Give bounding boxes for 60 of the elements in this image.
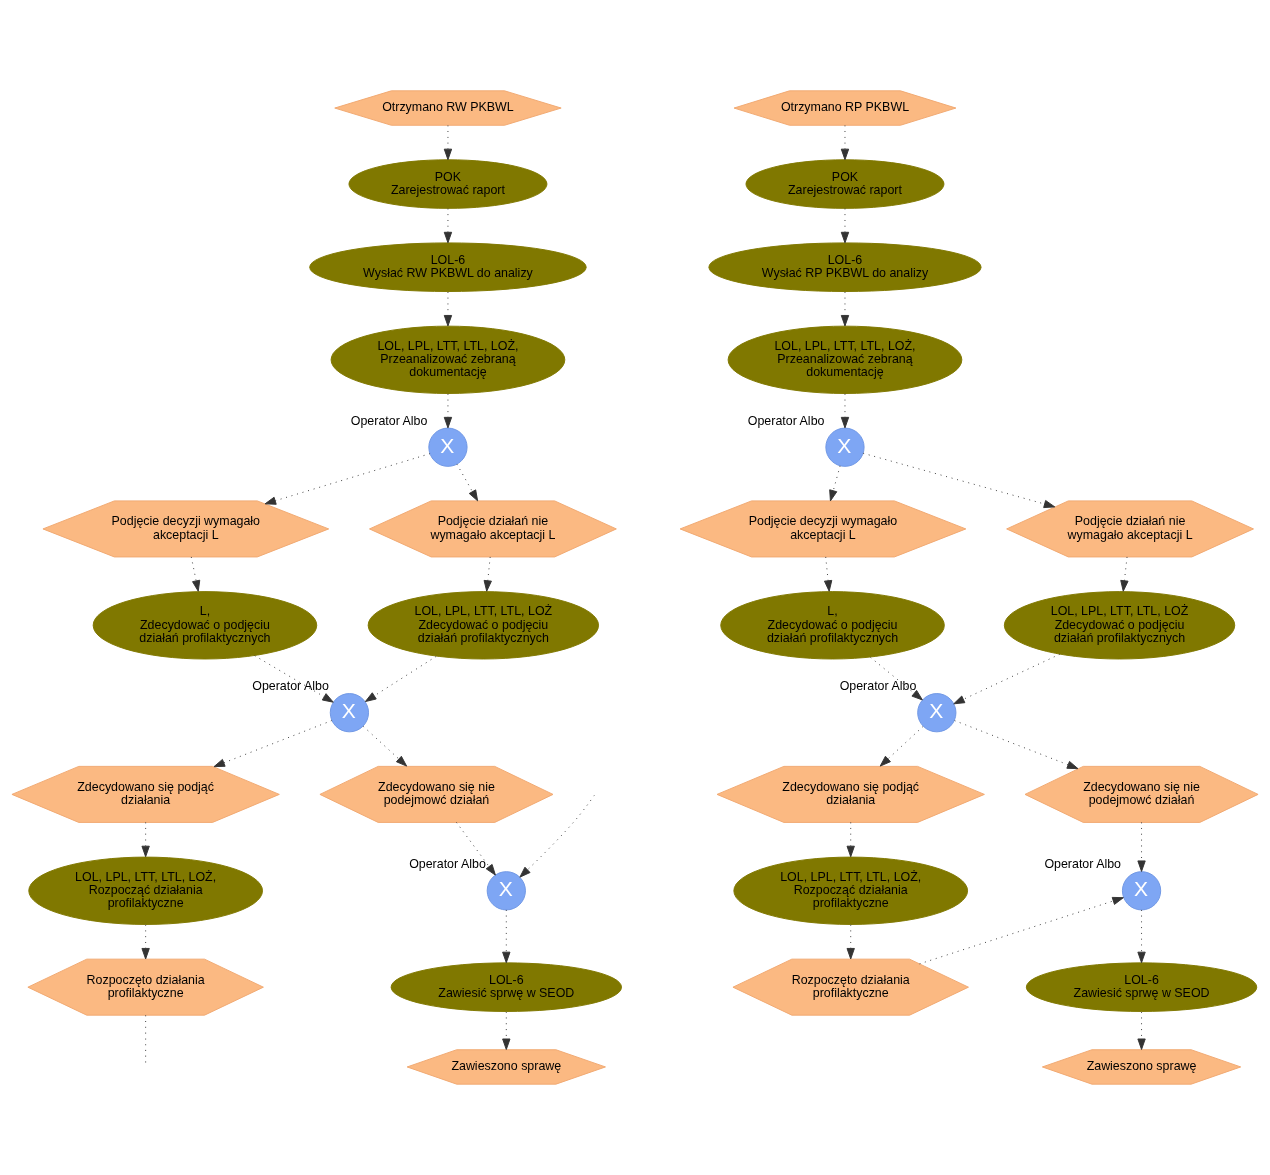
arrow [364, 655, 437, 703]
arrow [846, 924, 855, 960]
arrow [1120, 556, 1129, 592]
arrow [1137, 821, 1146, 872]
node-circle: X [1121, 871, 1162, 911]
arrow [840, 124, 850, 161]
node-ellipse: L, Zdecydować o podjęciu działań profilaktycznych [720, 591, 945, 660]
arrow [1137, 1011, 1146, 1050]
node-label: Operator Albo [252, 679, 329, 694]
arrow [213, 720, 333, 768]
arrow [190, 556, 201, 592]
arrow [362, 726, 408, 767]
node-circle: X [428, 427, 468, 467]
node-circle: X [329, 693, 370, 733]
arrow [502, 909, 511, 964]
arrow [862, 452, 1056, 509]
arrow [879, 726, 924, 767]
arrow [443, 393, 453, 429]
arrow [829, 465, 841, 502]
arrow [443, 291, 453, 327]
arrow [1137, 909, 1146, 964]
arrow [264, 453, 431, 505]
node-ellipse: LOL, LPL, LTT, LTL, LOŻ, Przeanalizować zebraną dokumentację [727, 325, 963, 394]
arrow [141, 821, 150, 858]
arrow [456, 821, 496, 876]
arrow [502, 1011, 511, 1050]
arrow [443, 124, 453, 161]
arrow [824, 556, 833, 592]
arrow [846, 821, 855, 858]
node-ellipse: LOL-6 Zawiesić sprwę w SEOD [1025, 962, 1258, 1012]
node-ellipse: LOL, LPL, LTT, LTL, LOŻ, Przeanalizować zebraną dokumentację [330, 325, 566, 394]
node-ellipse: POK Zarejestrować raport [348, 159, 548, 209]
arrow [519, 794, 595, 878]
node-ellipse: LOL, LPL, LTT, LTL, LOŻ, Rozpocząć działania profilaktyczne [733, 856, 969, 925]
node-label: Operator Albo [350, 413, 428, 428]
arrow [141, 924, 150, 960]
arrow [919, 896, 1124, 965]
arrow [953, 653, 1061, 705]
arrow [954, 720, 1079, 770]
node-ellipse: L, Zdecydować o podjęciu działań profilaktycznych [92, 591, 318, 660]
node-circle: X [917, 693, 957, 733]
node-ellipse: LOL-6 Zawiesić sprwę w SEOD [390, 962, 622, 1012]
arrow [456, 463, 479, 502]
node-label: Operator Albo [409, 857, 486, 872]
arrow [840, 291, 850, 327]
node-circle: X [825, 427, 865, 467]
node-label: Operator Albo [747, 413, 825, 428]
node-ellipse: POK Zarejestrować raport [745, 159, 945, 209]
node-ellipse: LOL, LPL, LTT, LTL, LOŻ Zdecydować o podjęciu działań profilaktycznych [367, 591, 600, 660]
node-label: Operator Albo [1044, 857, 1122, 872]
node-ellipse: LOL-6 Wysłać RW PKBWL do analizy [309, 242, 587, 292]
node-circle: X [486, 871, 526, 911]
node-ellipse: LOL-6 Wysłać RP PKBWL do analizy [708, 242, 982, 292]
arrow [840, 393, 850, 429]
node-ellipse: LOL, LPL, LTT, LTL, LOŻ, Rozpocząć działania profilaktyczne [28, 856, 263, 925]
arrow [254, 655, 334, 703]
node-ellipse: LOL, LPL, LTT, LTL, LOŻ Zdecydować o podjęciu działań profilaktycznych [1003, 591, 1236, 660]
arrow [870, 656, 923, 701]
arrow [483, 556, 492, 592]
node-label: Operator Albo [839, 679, 917, 694]
